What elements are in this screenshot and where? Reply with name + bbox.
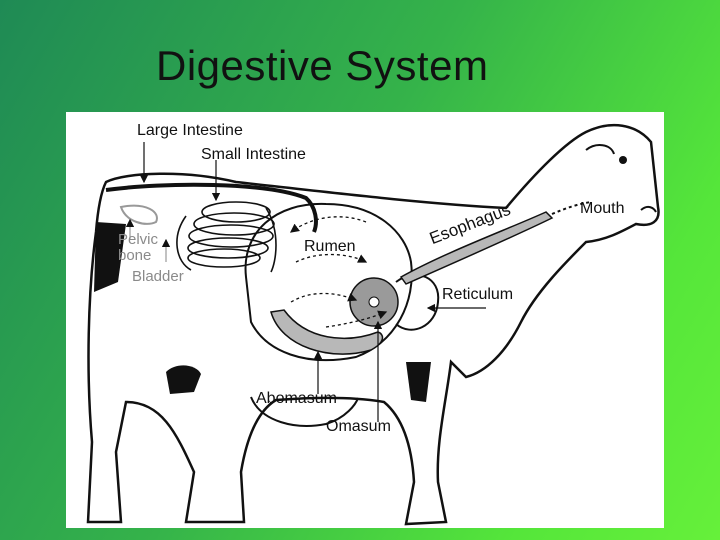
label-omasum: Omasum — [326, 418, 391, 435]
label-large-intestine: Large Intestine — [137, 122, 243, 139]
label-mouth: Mouth — [580, 200, 625, 217]
label-bladder: Bladder — [132, 268, 184, 285]
abomasum-band — [270, 309, 384, 355]
label-reticulum: Reticulum — [442, 286, 514, 303]
label-pelvic-bone: Pelvic bone — [118, 231, 159, 264]
reticulum-outline — [395, 273, 440, 331]
large-intestine-path — [105, 182, 318, 233]
cow-diagram — [86, 124, 660, 526]
label-small-intestine: Small Intestine — [201, 146, 306, 163]
label-rumen: Rumen — [304, 238, 356, 255]
label-abomasum: Abomasum — [256, 390, 337, 407]
small-intestine-coils — [176, 201, 277, 273]
diagram-panel: Large Intestine Small Intestine Pelvic b… — [66, 112, 664, 528]
cow-outline — [86, 124, 660, 526]
esophagus-band — [399, 211, 554, 285]
rumen-outline — [244, 202, 413, 361]
pelvic-bone — [119, 204, 158, 225]
slide-title: Digestive System — [156, 42, 489, 89]
